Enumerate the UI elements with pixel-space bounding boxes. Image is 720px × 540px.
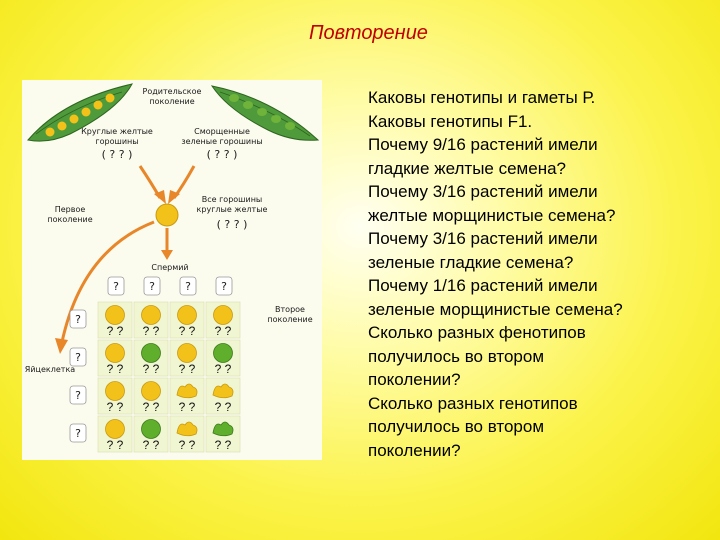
- cell-genotype: ? ?: [215, 400, 232, 414]
- round-yellow-pea: [105, 305, 125, 325]
- sperm-gamete: ?: [185, 280, 191, 293]
- question-line: зеленые гладкие семена?: [368, 252, 574, 272]
- cell-genotype: ? ?: [215, 438, 232, 452]
- question-line: Сколько разных генотипов: [368, 393, 578, 413]
- cell-genotype: ? ?: [143, 324, 160, 338]
- arrow-to-egg: [60, 220, 155, 343]
- egg-gamete-box: [69, 423, 87, 443]
- cell-genotype: ? ?: [143, 438, 160, 452]
- sperm-gamete-box: [179, 276, 197, 296]
- left-pea-pod: [27, 83, 133, 142]
- wrinkled-yellow-pea: [212, 383, 234, 399]
- cell-genotype: ? ?: [179, 362, 196, 376]
- sperm-gamete-box: [215, 276, 233, 296]
- round-yellow-pea: [213, 305, 233, 325]
- question-line: Каковы генотипы F1.: [368, 111, 533, 131]
- egg-gamete: ?: [75, 313, 81, 326]
- punnett-square: ???????? ? ? ? ? ? ? ? ? ? ? ? ? ? ? ? ? ? ? ? ? ? …: [69, 276, 241, 453]
- egg-gamete: ?: [75, 389, 81, 402]
- egg-gamete-box: [69, 309, 87, 329]
- second-generation-label-2: поколение: [267, 315, 312, 324]
- question-line: Почему 3/16 растений имели: [368, 182, 598, 201]
- left-pod-genotype: ( ? ? ): [102, 148, 133, 161]
- egg-label: Яйцеклетка: [25, 365, 75, 374]
- question-line: получилось во втором: [368, 417, 545, 436]
- question-line: Почему 9/16 растений имели: [368, 135, 598, 154]
- round-green-pea: [141, 343, 161, 363]
- round-yellow-pea: [177, 305, 197, 325]
- cell-genotype: ? ?: [215, 324, 232, 338]
- round-yellow-pea: [141, 305, 161, 325]
- question-line: гладкие желтые семена?: [368, 158, 566, 178]
- left-pod-label-2: горошины: [95, 137, 138, 146]
- cell-genotype: ? ?: [107, 362, 124, 376]
- sperm-gamete-box: [143, 276, 161, 296]
- round-yellow-pea: [105, 419, 125, 439]
- arrow-head-egg: [55, 338, 68, 354]
- cell-genotype: ? ?: [179, 324, 196, 338]
- arrow-head-left: [154, 190, 166, 204]
- question-line: Почему 1/16 растений имели: [368, 276, 598, 295]
- parent-generation-label-2: поколение: [149, 97, 194, 106]
- arrow-head-right: [168, 190, 180, 204]
- egg-gamete: ?: [75, 351, 81, 364]
- question-line: поколении?: [368, 440, 461, 460]
- cell-genotype: ? ?: [107, 400, 124, 414]
- right-pod-label-1: Сморщенные: [194, 127, 250, 136]
- round-green-pea: [141, 419, 161, 439]
- dihybrid-cross-diagram: Родительское поколение Круглые желтые го…: [22, 80, 322, 460]
- slide-title: Повторение: [309, 22, 428, 44]
- question-line: поколении?: [368, 370, 461, 389]
- egg-gamete: ?: [75, 427, 81, 440]
- f1-genotype: ( ? ? ): [217, 218, 248, 231]
- cell-genotype: ? ?: [107, 438, 124, 452]
- right-pod-genotype: ( ? ? ): [207, 148, 238, 161]
- wrinkled-yellow-pea: [176, 383, 198, 399]
- wrinkled-yellow-pea: [176, 421, 198, 437]
- round-yellow-pea: [105, 381, 125, 401]
- question-line: Каковы генотипы и гаметы Р.: [368, 88, 596, 107]
- right-pea-pod: [210, 85, 320, 141]
- round-yellow-pea: [141, 381, 161, 401]
- round-green-pea: [213, 343, 233, 363]
- question-list: Каковы генотипы и гаметы Р. Каковы генот…: [368, 86, 713, 462]
- cell-genotype: ? ?: [179, 400, 196, 414]
- cell-genotype: ? ?: [143, 400, 160, 414]
- sperm-gamete-box: [107, 276, 125, 296]
- parent-generation-label-1: Родительское: [143, 87, 202, 96]
- cell-genotype: ? ?: [179, 438, 196, 452]
- cell-genotype: ? ?: [215, 362, 232, 376]
- right-pod-label-2: зеленые горошины: [181, 137, 262, 146]
- question-line: зеленые морщинистые семена?: [368, 299, 623, 319]
- sperm-gamete: ?: [149, 280, 155, 293]
- round-yellow-pea: [105, 343, 125, 363]
- egg-gamete-box: [69, 385, 87, 405]
- f1-label-2: круглые желтые: [197, 205, 268, 214]
- f1-pea: [155, 203, 179, 227]
- arrow-head-sperm: [161, 250, 173, 260]
- first-generation-label-2: поколение: [47, 215, 92, 224]
- question-line: Сколько разных фенотипов: [368, 323, 586, 342]
- question-line: Почему 3/16 растений имели: [368, 229, 598, 248]
- cell-genotype: ? ?: [143, 362, 160, 376]
- egg-gamete-box: [69, 347, 87, 367]
- sperm-gamete: ?: [113, 280, 119, 293]
- wrinkled-green-pea: [212, 421, 234, 437]
- question-line: желтые морщинистые семена?: [368, 205, 616, 225]
- first-generation-label-1: Первое: [55, 205, 86, 214]
- second-generation-label-1: Второе: [275, 305, 305, 314]
- left-pod-label-1: Круглые желтые: [81, 127, 153, 136]
- sperm-label: Спермий: [151, 263, 188, 272]
- question-line: получилось во втором: [368, 346, 545, 366]
- round-yellow-pea: [177, 343, 197, 363]
- f1-label-1: Все горошины: [202, 195, 263, 204]
- sperm-gamete: ?: [221, 280, 227, 293]
- cell-genotype: ? ?: [107, 324, 124, 338]
